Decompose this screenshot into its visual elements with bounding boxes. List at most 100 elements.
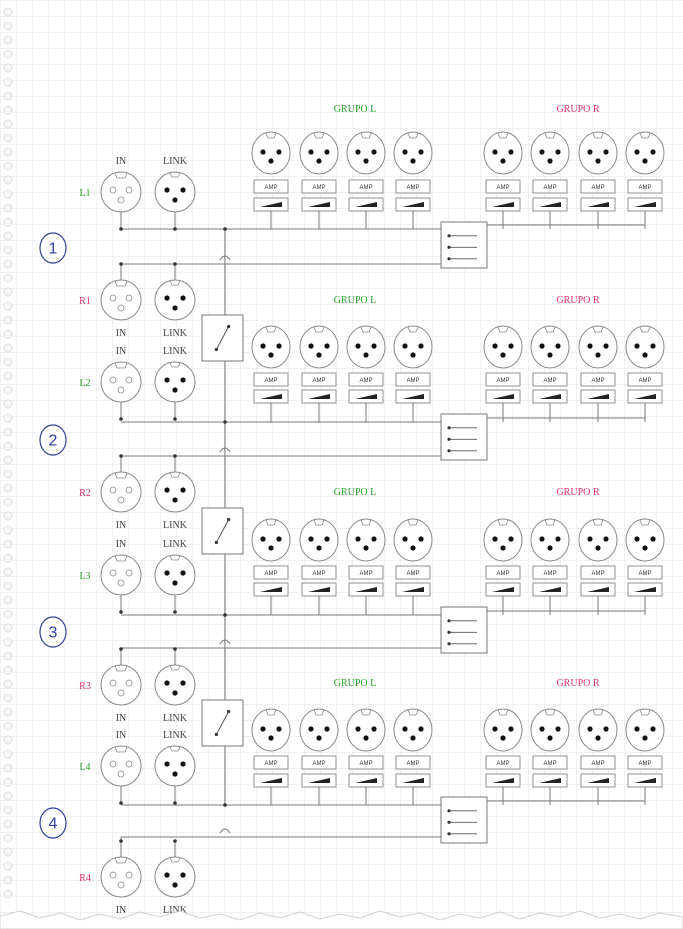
connector-pin-socket bbox=[109, 376, 117, 384]
torn-edge bbox=[0, 910, 683, 929]
hole bbox=[3, 539, 13, 549]
connector-pin-socket bbox=[109, 871, 117, 879]
hole bbox=[3, 315, 13, 325]
hole bbox=[3, 679, 13, 689]
connector-pin bbox=[180, 295, 186, 301]
gain-ramp-icon bbox=[539, 394, 561, 399]
link-label: LINK bbox=[163, 346, 188, 357]
amp-box bbox=[348, 565, 384, 580]
hole bbox=[3, 259, 13, 269]
connector-pin bbox=[500, 158, 506, 164]
connector-key bbox=[169, 280, 181, 286]
junction-dot bbox=[223, 613, 227, 617]
speaker-xlr-icon bbox=[625, 325, 665, 369]
crossover-contact bbox=[447, 642, 451, 646]
connector-pin bbox=[172, 882, 178, 888]
hole bbox=[3, 357, 13, 367]
connector-pin-socket bbox=[125, 294, 133, 302]
connector-pin-socket bbox=[125, 486, 133, 494]
connector-pin bbox=[500, 735, 506, 741]
connector-body bbox=[393, 325, 433, 369]
connector-pin bbox=[172, 580, 178, 586]
speaker-xlr-icon bbox=[393, 325, 433, 369]
hole bbox=[3, 791, 13, 801]
connector-pin bbox=[371, 726, 377, 732]
connector-pin bbox=[634, 343, 640, 349]
hole bbox=[3, 133, 13, 143]
crossover-contact bbox=[447, 832, 451, 836]
xlr-male-connector bbox=[154, 471, 196, 513]
connector-body bbox=[530, 131, 570, 175]
connector-body bbox=[154, 554, 196, 596]
connector-pin bbox=[180, 187, 186, 193]
amp-label: AMP bbox=[591, 571, 604, 577]
amp-box bbox=[395, 372, 431, 387]
connector-pin bbox=[555, 536, 561, 542]
connector-pin bbox=[308, 726, 314, 732]
connector-pin bbox=[276, 536, 282, 542]
connector-pin bbox=[603, 149, 609, 155]
junction-dot bbox=[223, 227, 227, 231]
hole bbox=[3, 427, 13, 437]
channel-label-r4: R4 bbox=[79, 873, 91, 884]
junction-dot bbox=[119, 801, 123, 805]
amp-box bbox=[253, 755, 289, 770]
hole bbox=[3, 805, 13, 815]
connector-pin bbox=[164, 295, 170, 301]
connector-key bbox=[114, 172, 128, 179]
channel-label-l1: L1 bbox=[79, 188, 90, 199]
amp-box bbox=[580, 755, 616, 770]
connector-pin bbox=[402, 536, 408, 542]
connector-pin bbox=[642, 735, 648, 741]
amp-box bbox=[627, 755, 663, 770]
connector-pin bbox=[492, 536, 498, 542]
connector-body bbox=[483, 708, 523, 752]
speaker-xlr-icon bbox=[393, 518, 433, 562]
connector-pin bbox=[650, 343, 656, 349]
connector-body bbox=[154, 471, 196, 513]
gain-ramp-icon bbox=[634, 587, 656, 592]
connector-pin bbox=[500, 545, 506, 551]
hole bbox=[3, 721, 13, 731]
hole bbox=[3, 21, 13, 31]
connector-pin bbox=[547, 735, 553, 741]
hole bbox=[3, 819, 13, 829]
hole bbox=[3, 497, 13, 507]
gain-ramp-icon bbox=[587, 202, 609, 207]
connector-pin bbox=[642, 158, 648, 164]
switch-lever bbox=[215, 711, 230, 735]
connector-key bbox=[169, 472, 181, 478]
in-label: IN bbox=[116, 713, 127, 724]
gain-ramp-icon bbox=[355, 202, 377, 207]
connector-body bbox=[530, 518, 570, 562]
connector-key bbox=[265, 132, 277, 139]
gain-ramp-icon bbox=[355, 394, 377, 399]
speaker-xlr-icon bbox=[625, 518, 665, 562]
crossover-contact bbox=[447, 257, 451, 261]
connector-key bbox=[114, 555, 128, 562]
gain-ramp-icon bbox=[492, 394, 514, 399]
hole bbox=[3, 273, 13, 283]
amp-box bbox=[627, 372, 663, 387]
junction-dot bbox=[223, 420, 227, 424]
connector-body bbox=[393, 518, 433, 562]
amp-label: AMP bbox=[359, 761, 372, 767]
xlr-female-connector bbox=[100, 471, 142, 513]
hole bbox=[3, 35, 13, 45]
link-label: LINK bbox=[163, 713, 188, 724]
connector-body bbox=[299, 325, 339, 369]
gain-ramp-icon bbox=[492, 202, 514, 207]
connector-key bbox=[169, 362, 181, 368]
connector-body bbox=[251, 518, 291, 562]
wire-crossover-hop bbox=[219, 255, 231, 261]
junction-dot bbox=[173, 839, 177, 843]
junction-dot bbox=[119, 227, 123, 231]
speaker-xlr-icon bbox=[346, 708, 386, 752]
connector-pin bbox=[410, 352, 416, 358]
connector-pin-socket bbox=[109, 760, 117, 768]
amp-box bbox=[348, 179, 384, 194]
connector-pin bbox=[418, 343, 424, 349]
connector-pin bbox=[371, 536, 377, 542]
connector-pin bbox=[164, 570, 170, 576]
